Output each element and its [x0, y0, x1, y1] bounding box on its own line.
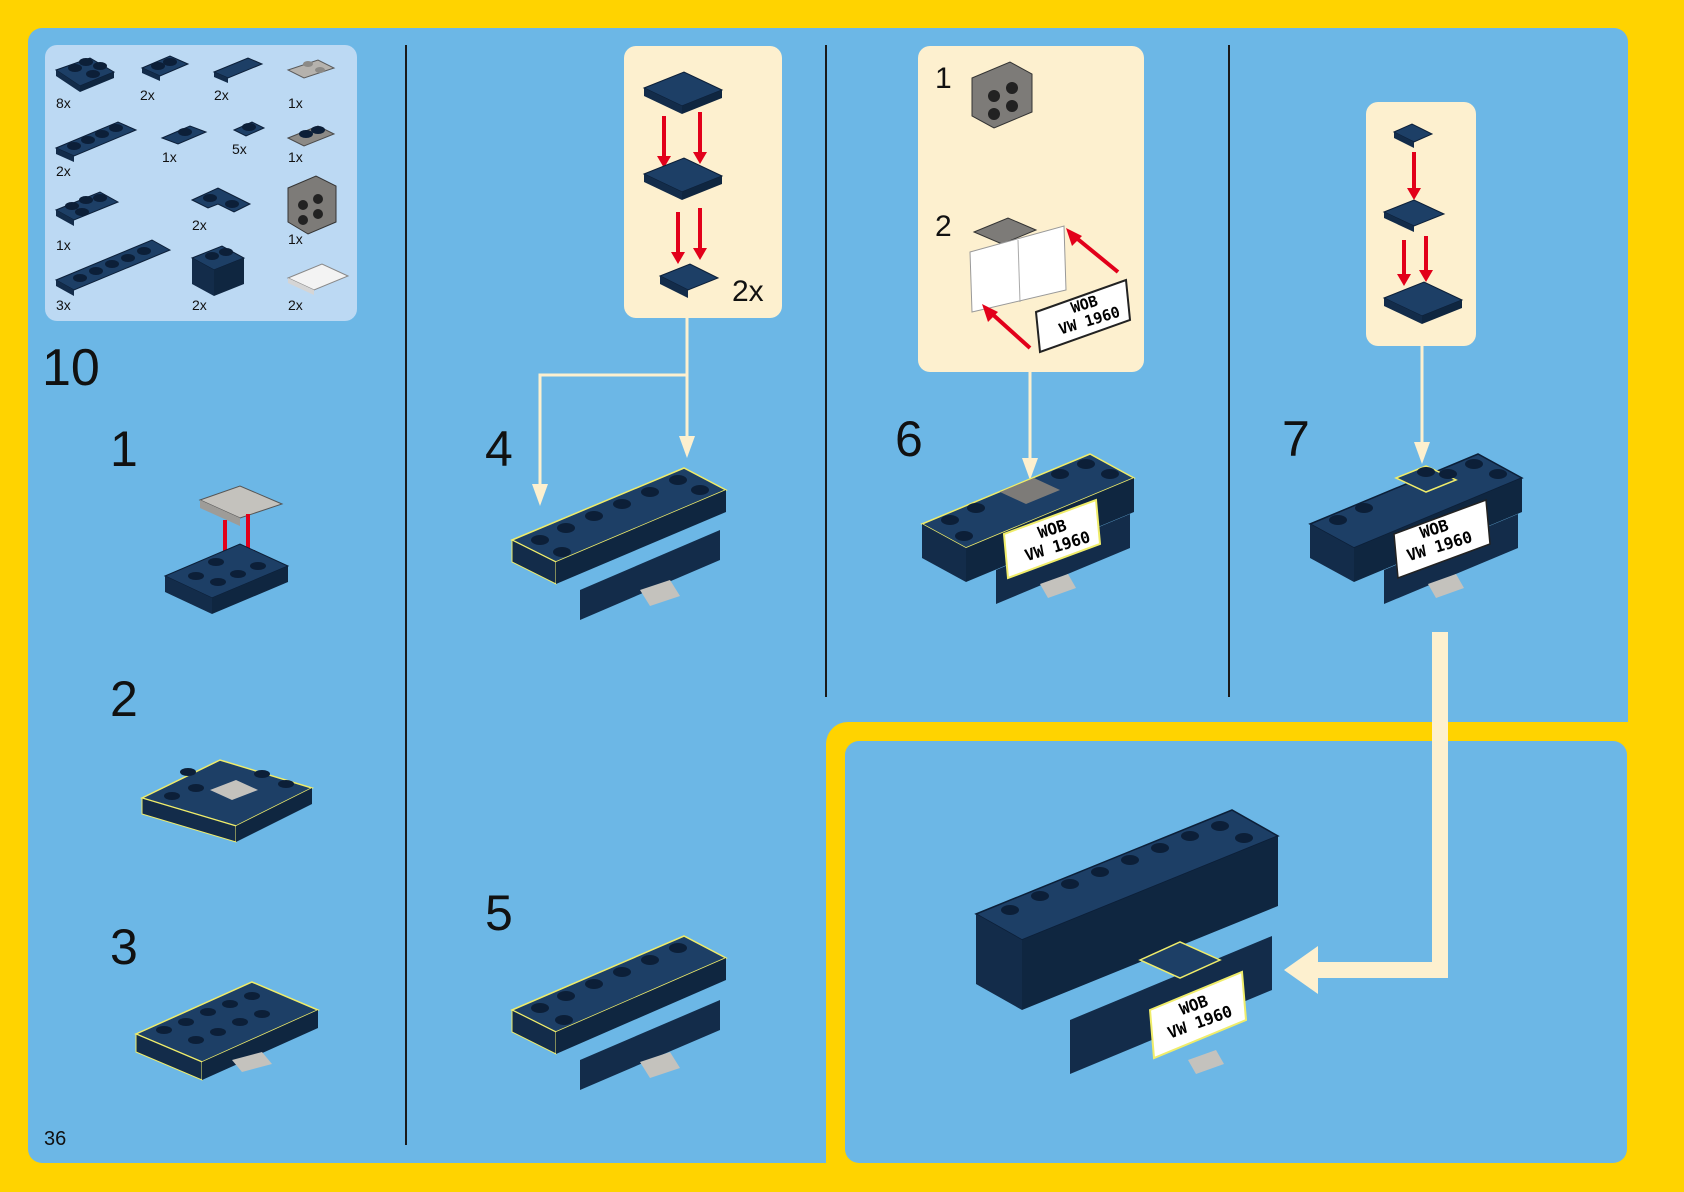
main-step-number: 10: [42, 339, 100, 397]
tile-white-icon: [969, 225, 1067, 313]
part-qty: 1x: [288, 149, 303, 165]
tile-white-icon: [286, 263, 350, 291]
part-qty: 2x: [140, 87, 155, 103]
part-qty: 2x: [192, 217, 207, 233]
parts-list-illustrations: [54, 55, 350, 296]
part-qty: 8x: [56, 95, 71, 111]
step-number: 6: [895, 411, 923, 467]
license-plate-icon: [1148, 970, 1248, 1060]
column-divider: [825, 45, 827, 697]
hinge-part-icon: [198, 485, 284, 519]
part-qty: 2x: [56, 163, 71, 179]
steps-1-3-illustrations: [134, 485, 320, 1081]
part-qty: 1x: [288, 95, 303, 111]
step-number: 7: [1282, 411, 1310, 467]
part-qty: 2x: [288, 297, 303, 313]
steps-4-5-illustrations: [510, 71, 728, 1090]
plate-1x2-icon: [1382, 199, 1446, 227]
part-qty: 1x: [56, 237, 71, 253]
step-6-illustrations: [920, 61, 1136, 604]
step-number: 4: [485, 421, 513, 477]
part-qty: 1x: [162, 149, 177, 165]
license-plate-icon: [1393, 498, 1491, 580]
step-number: 2: [110, 671, 138, 727]
step-number: 1: [110, 421, 138, 477]
part-qty: 2x: [214, 87, 229, 103]
bracket-icon: [971, 61, 1033, 129]
part-qty: 3x: [56, 297, 71, 313]
part-qty: 2x: [192, 297, 207, 313]
part-qty: 1x: [288, 231, 303, 247]
license-plate-icon: [1034, 278, 1132, 354]
step-number: 3: [110, 919, 138, 975]
step-number: 5: [485, 885, 513, 941]
multiplier-label: 2x: [732, 275, 764, 308]
bracket-icon: [972, 217, 1038, 245]
substep-number: 1: [935, 62, 952, 95]
license-plate-icon: [1002, 498, 1102, 580]
page-number: 36: [44, 1128, 67, 1150]
part-qty: 5x: [232, 141, 247, 157]
column-divider: [405, 45, 407, 1145]
column-divider: [1228, 45, 1230, 697]
plate-1x1-icon: [1392, 123, 1434, 143]
substep-number: 2: [935, 210, 952, 243]
